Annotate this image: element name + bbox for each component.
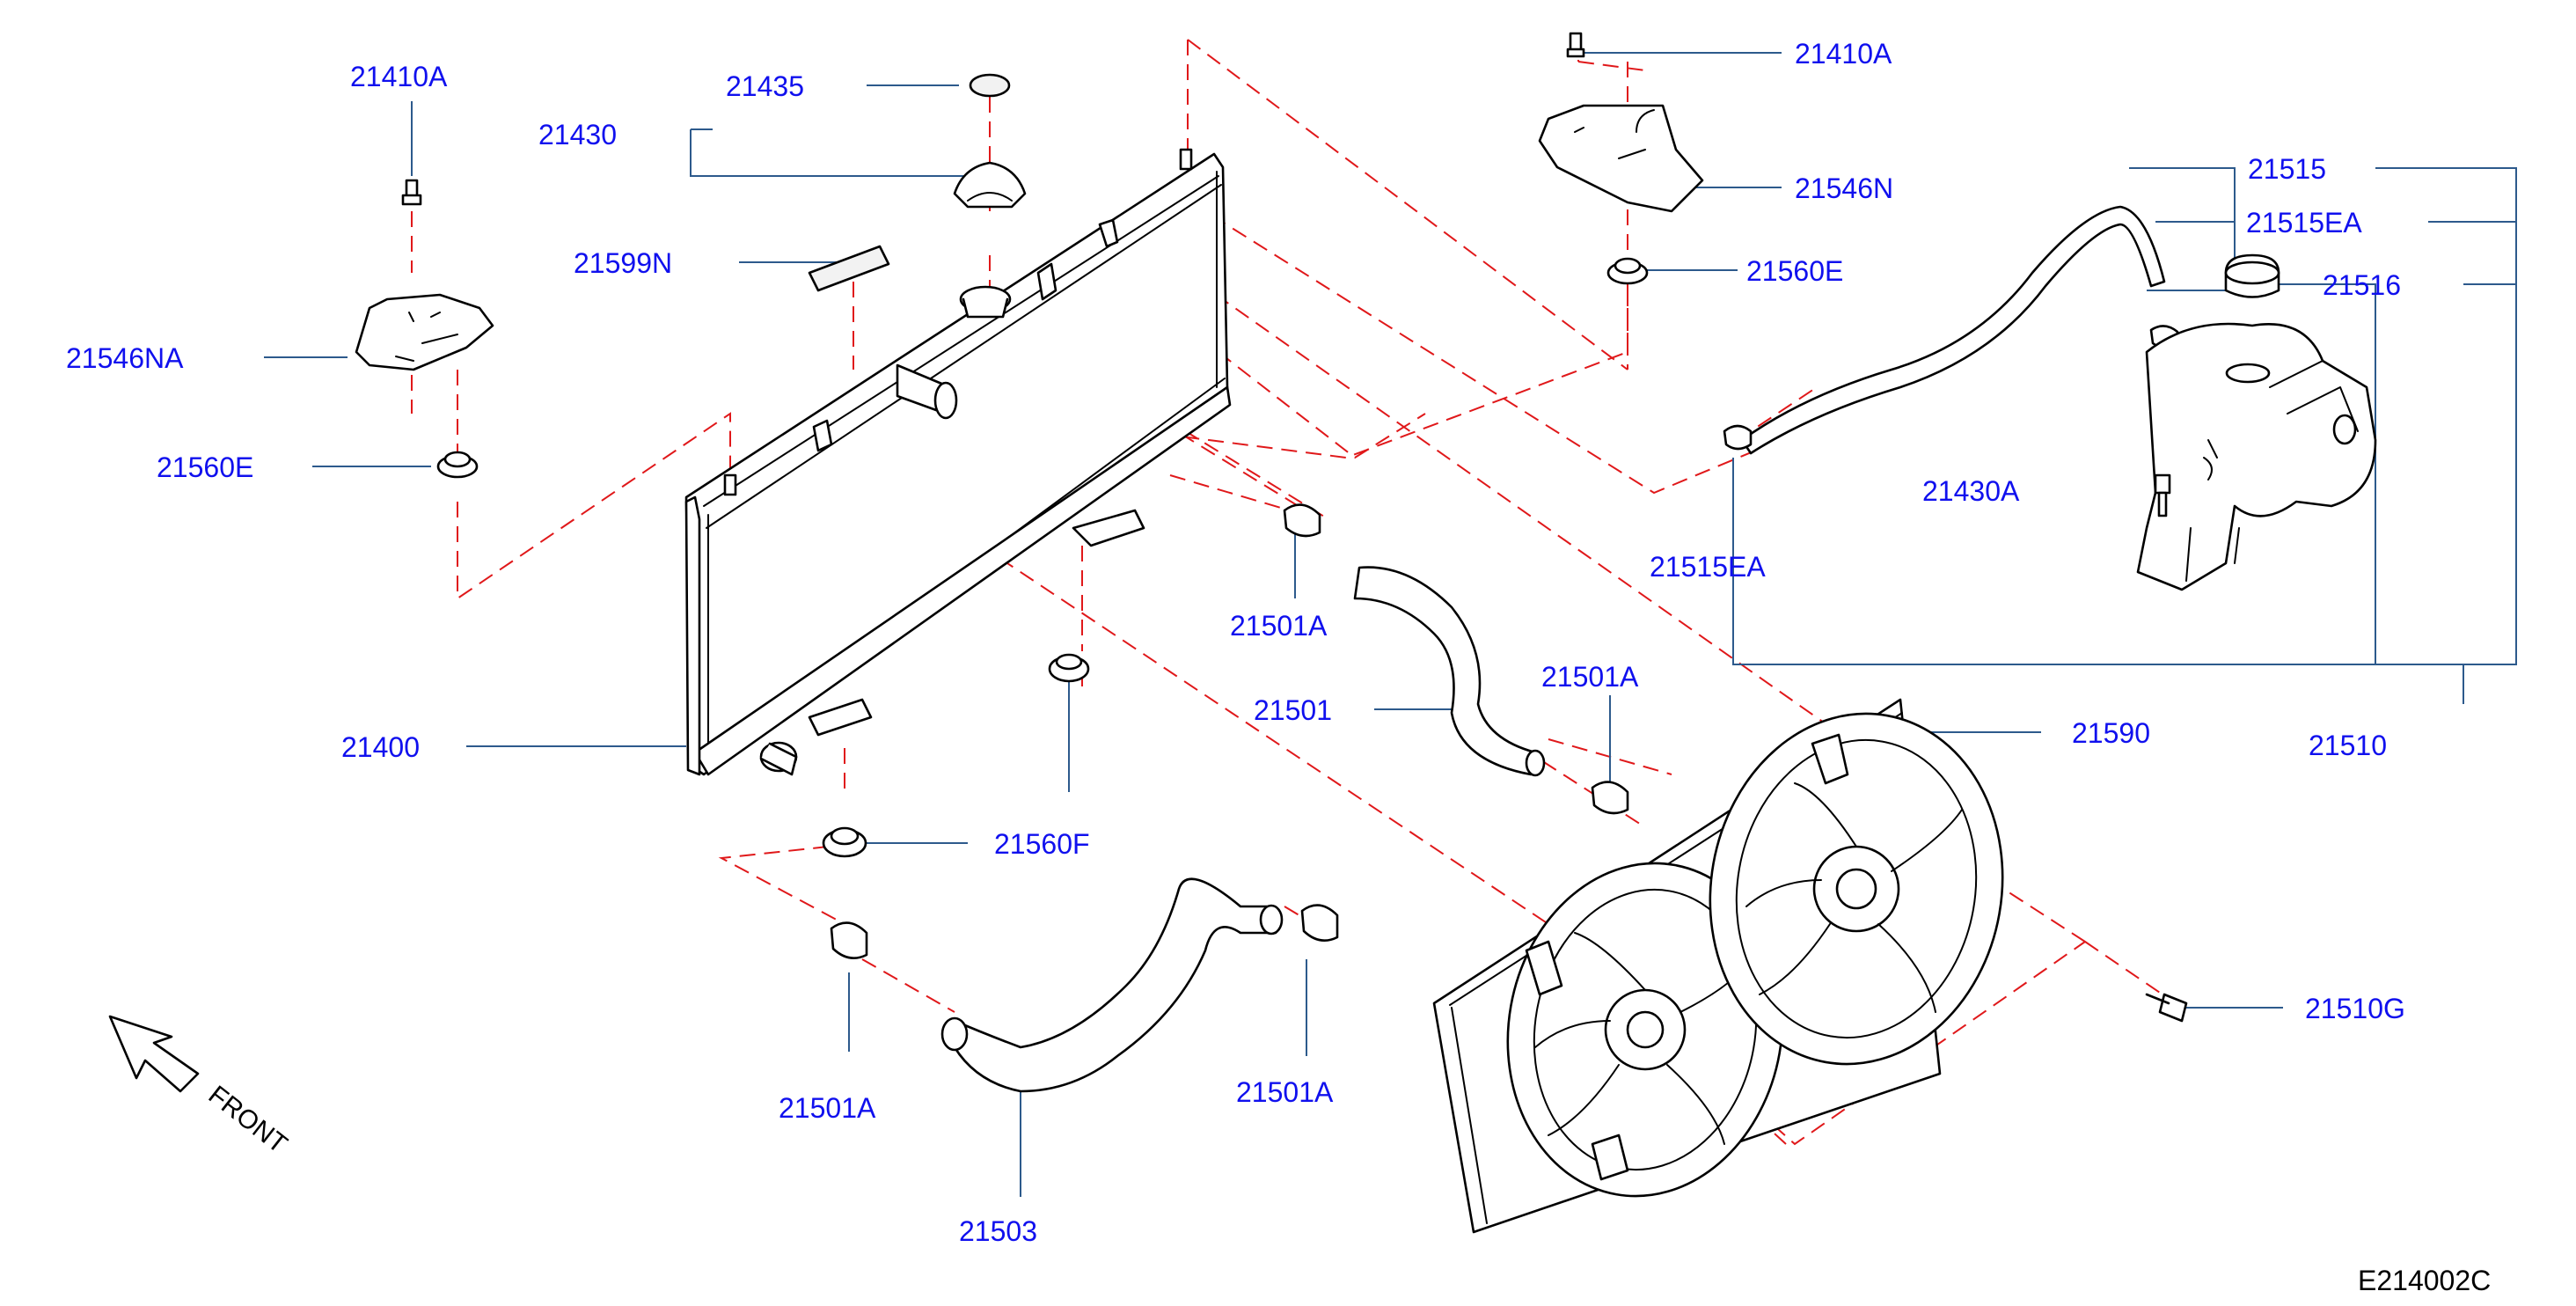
label-21515EA-top: 21515EA <box>2246 207 2362 238</box>
lower-hose-clamp-left <box>830 921 868 959</box>
label-21546NA: 21546NA <box>66 342 184 374</box>
label-21590: 21590 <box>2072 717 2150 749</box>
label-21510: 21510 <box>2309 730 2387 761</box>
label-21515EA-bottom: 21515EA <box>1650 551 1766 583</box>
label-21501A-lowright: 21501A <box>1236 1076 1334 1108</box>
label-21599N: 21599N <box>574 247 672 279</box>
reservoir-bolt <box>2154 473 2171 517</box>
label-21515: 21515 <box>2248 153 2326 185</box>
label-21430: 21430 <box>538 119 617 150</box>
left-mount-bracket <box>355 293 494 371</box>
upper-radiator-hose <box>1353 566 1537 776</box>
fan-shroud <box>1432 698 2004 1234</box>
radiator <box>684 148 1232 776</box>
label-21430A: 21430A <box>1922 475 2020 507</box>
label-strip <box>808 245 890 292</box>
part-labels: 21410A 21435 21430 21599N 21546NA 21560E… <box>66 38 2405 1247</box>
leader-lines <box>264 52 2517 1197</box>
label-21546N: 21546N <box>1795 172 1893 204</box>
lower-hose-clamp-right <box>1300 904 1339 942</box>
label-21435: 21435 <box>726 70 804 102</box>
diagram-code: E214002C <box>2358 1265 2491 1296</box>
label-21560E-right: 21560E <box>1746 255 1843 287</box>
left-bolt <box>401 179 422 206</box>
shroud-bolt <box>2145 993 2188 1023</box>
label-21516: 21516 <box>2323 269 2401 301</box>
label-21510G: 21510G <box>2305 993 2405 1024</box>
radiator-cap <box>953 161 1027 209</box>
reservoir-hose-clamp-bottom <box>1723 424 1753 451</box>
lower-grommet-upper <box>1048 653 1090 683</box>
reservoir-hose <box>1740 205 2166 455</box>
upper-hose-clamp-upper <box>1283 503 1321 538</box>
label-21560F: 21560F <box>994 828 1090 860</box>
reservoir-cap <box>2224 253 2280 298</box>
front-arrow-icon <box>108 1015 200 1093</box>
front-label: FRONT <box>203 1081 293 1160</box>
upper-hose-clamp-lower <box>1591 781 1629 815</box>
label-21501A-lowleft: 21501A <box>779 1092 876 1124</box>
left-grommet <box>436 451 479 479</box>
label-21410A-right: 21410A <box>1795 38 1892 70</box>
label-21560E-left: 21560E <box>157 451 253 483</box>
label-21501A-mid: 21501A <box>1541 661 1639 693</box>
right-grommet <box>1606 257 1649 285</box>
label-21501: 21501 <box>1254 694 1332 726</box>
lower-radiator-hose <box>953 877 1277 1093</box>
label-21400: 21400 <box>341 731 420 763</box>
label-21501A-upper: 21501A <box>1230 610 1328 642</box>
right-bolt <box>1566 32 1585 58</box>
label-21410A-left: 21410A <box>350 61 448 92</box>
lower-grommet-lower <box>822 826 867 858</box>
label-21503: 21503 <box>959 1215 1037 1247</box>
reservoir-tank <box>2136 322 2377 591</box>
cap-gasket <box>969 73 1011 98</box>
